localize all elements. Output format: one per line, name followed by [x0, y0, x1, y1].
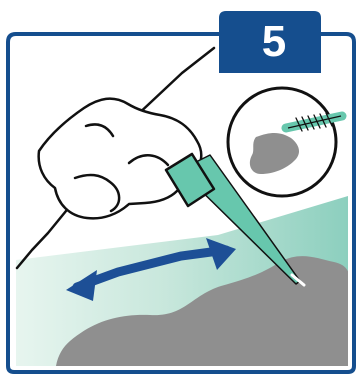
step-badge — [220, 12, 320, 72]
